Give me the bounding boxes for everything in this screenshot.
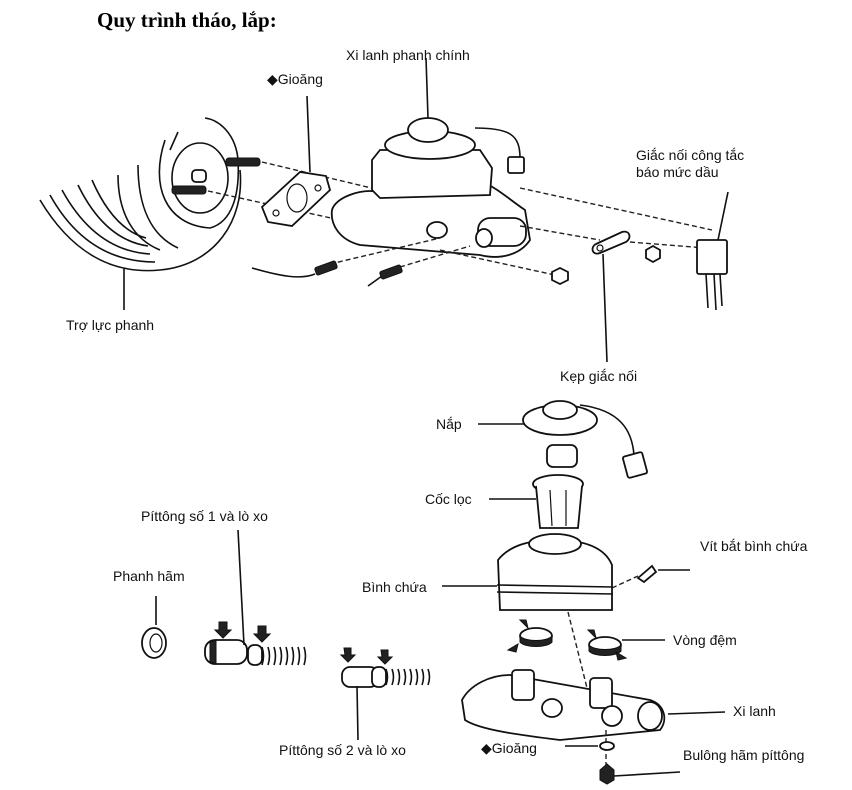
piston1-spring-drawing [204,529,307,666]
label-gasket-lower: ◆Gioăng [481,740,537,756]
piston2-spring-drawing [339,647,431,741]
label-piston1-spring: Píttông số 1 và lò xo [141,508,268,524]
cylinder-body-drawing [461,669,726,741]
label-filter-cup: Cốc lọc [425,491,472,507]
grommet-left-drawing [506,619,553,653]
label-cylinder: Xi lanh [733,703,776,719]
label-piston2-spring: Píttông số 2 và lò xo [279,742,406,758]
brake-booster-drawing [39,117,381,272]
filter-cup-drawing [489,474,584,529]
snap-ring-drawing [141,596,167,659]
label-reservoir: Bình chứa [362,579,427,595]
page-title: Quy trình tháo, lắp: [97,8,277,32]
gasket-leader [306,95,311,173]
label-grommet: Vòng đệm [673,632,737,648]
reservoir-cap-drawing [478,400,648,479]
label-level-switch-connector-line2: báo mức dầu [636,164,719,180]
label-reservoir-screw: Vít bắt bình chứa [700,538,808,554]
gasket-drawing [260,171,332,227]
label-master-cylinder: Xi lanh phanh chính [346,47,470,63]
label-level-switch-connector-line1: Giắc nối công tắc [636,147,745,163]
label-cap: Nắp [436,416,462,432]
grommet-right-drawing [586,629,665,661]
reservoir-drawing [442,533,639,701]
booster-stud-upper [225,157,261,167]
label-gasket-upper: ◆Gioăng [267,71,323,87]
label-brake-booster: Trợ lực phanh [66,317,155,333]
master-cylinder-drawing [329,57,713,276]
label-snap-ring: Phanh hãm [113,568,185,584]
booster-stud-lower [171,185,207,195]
label-piston-stopper-bolt: Bulông hãm píttông [683,747,805,763]
level-switch-connector-drawing [696,191,729,311]
brake-lines-drawing [251,260,403,287]
reservoir-screw-drawing [636,564,690,584]
nut-drawings [551,244,661,286]
label-connector-clamp: Kẹp giắc nối [560,368,638,384]
connector-clamp-drawing [591,230,631,363]
piston-stopper-bolt-drawing [565,730,681,785]
